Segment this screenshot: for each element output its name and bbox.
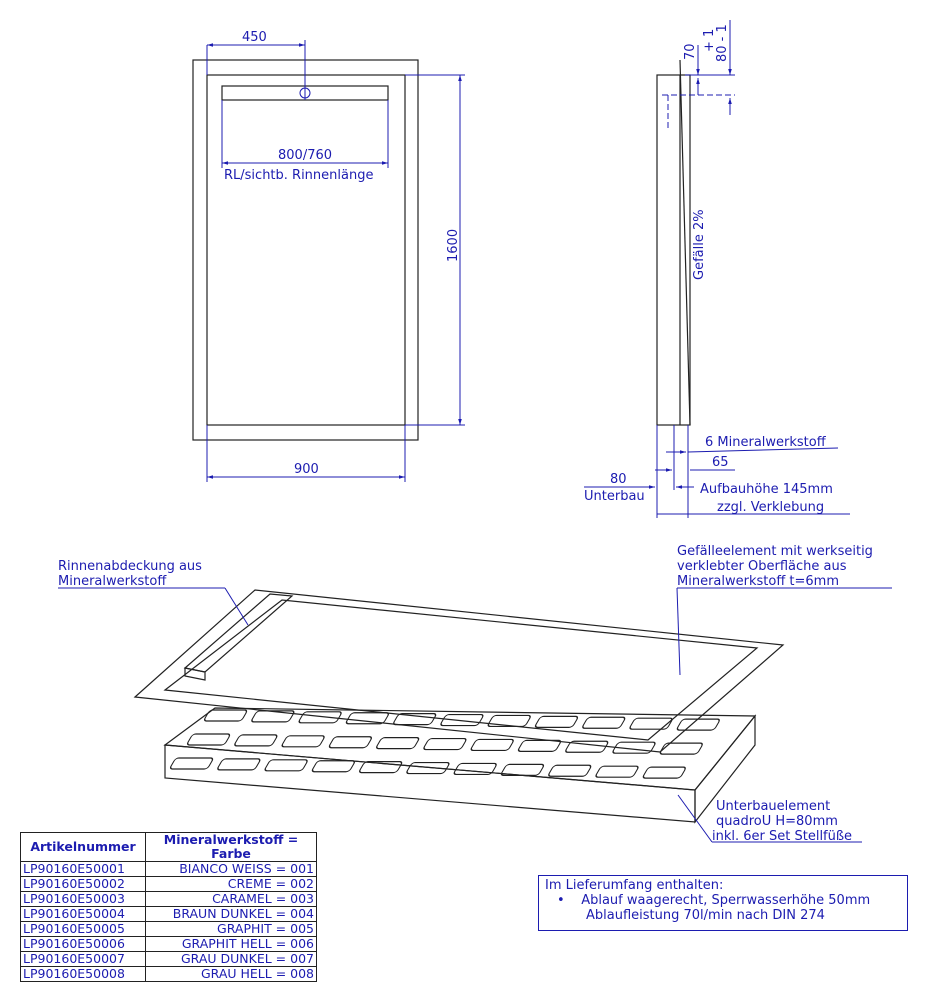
- base-grid-cell: [423, 737, 467, 751]
- isometric-view: Rinnenabdeckung aus Mineralwerkstoff Gef…: [58, 544, 892, 844]
- info-line-2: Ablaufleistung 70l/min nach DIN 274: [586, 908, 825, 923]
- article-cell: LP90160E50005: [20, 921, 146, 937]
- dim-1600: 1600: [446, 229, 461, 262]
- color-cell: BRAUN DUNKEL = 004: [145, 906, 317, 922]
- color-cell: BIANCO WEISS = 001: [145, 861, 317, 877]
- bullet: •: [557, 893, 565, 908]
- dim-drain: 800/760: [278, 148, 332, 163]
- base-grid-cell: [203, 709, 248, 722]
- cover-label-1: Rinnenabdeckung aus: [58, 559, 202, 574]
- article-cell: LP90160E50008: [20, 966, 146, 982]
- mineral-dim: 6 Mineralwerkstoff: [705, 435, 827, 450]
- header-article: Artikelnummer: [20, 832, 146, 862]
- base-grid-cell: [264, 759, 308, 772]
- base-label-1: Unterbauelement: [716, 799, 830, 814]
- color-cell: CREME = 002: [145, 876, 317, 892]
- cover-label-2: Mineralwerkstoff: [58, 574, 167, 589]
- base-grid-cell: [440, 713, 484, 727]
- drain-label: RL/sichtb. Rinnenlänge: [224, 168, 373, 183]
- header-color: Mineralwerkstoff = Farbe: [145, 832, 317, 862]
- dim-80-unterbau: 80: [610, 472, 627, 487]
- base-grid-cell: [406, 761, 450, 775]
- base-grid-cell: [548, 764, 592, 777]
- base-label-3: inkl. 6er Set Stellfüße: [712, 829, 852, 844]
- base-grid-cell: [328, 736, 372, 749]
- color-cell: GRAU DUNKEL = 007: [145, 951, 317, 967]
- verklebung-label: zzgl. Verklebung: [717, 500, 824, 515]
- color-cell: GRAU HELL = 008: [145, 966, 317, 982]
- base-label-2: quadroU H=80mm: [716, 814, 838, 829]
- base-grid-cell: [517, 739, 562, 752]
- dim-450: 450: [242, 30, 267, 45]
- color-cell: CARAMEL = 003: [145, 891, 317, 907]
- base-grid-cell: [345, 712, 389, 725]
- dim-70: 70: [683, 43, 698, 60]
- base-grid-cell: [217, 758, 261, 771]
- base-grid-cell: [169, 757, 214, 770]
- base-grid-cell: [500, 763, 545, 776]
- base-grid-cell: [453, 762, 497, 776]
- base-grid-cell: [534, 715, 579, 728]
- article-cell: LP90160E50006: [20, 936, 146, 952]
- base-grid-cell: [676, 718, 720, 731]
- base-grid-cell: [659, 742, 703, 755]
- article-cell: LP90160E50007: [20, 951, 146, 967]
- base-grid-cell: [359, 761, 403, 774]
- color-cell: GRAPHIT = 005: [145, 921, 317, 937]
- base-grid-cell: [629, 717, 673, 730]
- plan-view: 450 800/760 RL/sichtb. Rinnenlänge 1600 …: [192, 30, 465, 482]
- base-grid-cell: [281, 735, 325, 748]
- dim-plus1: + 1: [702, 29, 717, 52]
- article-table: Artikelnummer Mineralwerkstoff = Farbe L…: [20, 832, 317, 982]
- article-cell: LP90160E50001: [20, 861, 146, 877]
- base-grid-cell: [642, 766, 686, 779]
- dim-65: 65: [712, 455, 729, 470]
- base-grid-cell: [234, 734, 278, 747]
- dim-80-1: 80 - 1: [715, 24, 730, 62]
- article-cell: LP90160E50003: [20, 891, 146, 907]
- unterbau-label: Unterbau: [584, 489, 645, 504]
- base-grid-cell: [470, 738, 514, 752]
- base-grid-cell: [376, 737, 420, 750]
- base-grid-cell: [251, 710, 295, 723]
- base-grid-cell: [582, 716, 626, 729]
- color-cell: GRAPHIT HELL = 006: [145, 936, 317, 952]
- base-grid-cell: [393, 713, 437, 726]
- info-line-1: Ablauf waagerecht, Sperrwasserhöhe 50mm: [581, 893, 871, 908]
- slope-label-3: Mineralwerkstoff t=6mm: [677, 574, 839, 589]
- article-cell: LP90160E50004: [20, 906, 146, 922]
- slope-label: Gefälle 2%: [692, 209, 707, 280]
- slope-label-2: verklebter Oberfläche aus: [677, 559, 847, 574]
- info-title: Im Lieferumfang enthalten:: [545, 878, 724, 893]
- base-grid-cell: [186, 733, 231, 746]
- aufbau-label: Aufbauhöhe 145mm: [700, 482, 833, 497]
- base-grid-cell: [595, 765, 639, 778]
- delivery-info-box: Im Lieferumfang enthalten: • Ablauf waag…: [538, 875, 908, 931]
- dim-900: 900: [294, 462, 319, 477]
- base-grid-cell: [487, 714, 531, 728]
- side-view: 70 + 1 80 - 1 Gefälle 2% 6 Mineralwerkst…: [584, 20, 850, 518]
- slope-label-1: Gefälleelement mit werkseitig: [677, 544, 873, 559]
- base-grid-cell: [298, 711, 342, 724]
- article-cell: LP90160E50002: [20, 876, 146, 892]
- base-grid-cell: [311, 760, 355, 773]
